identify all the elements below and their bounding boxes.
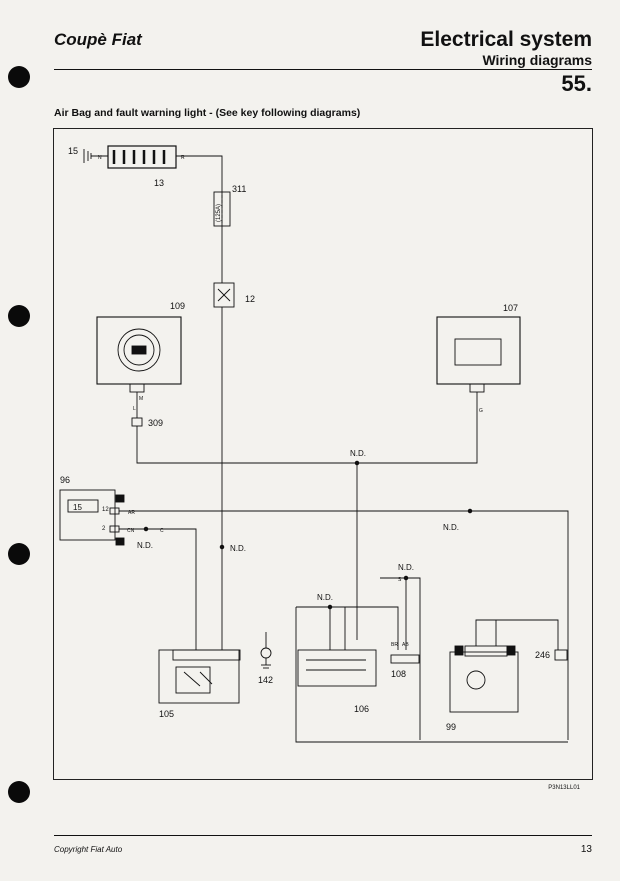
drawing-code: P3N13LL01: [548, 785, 580, 791]
label-107: 107: [503, 303, 518, 313]
label-109: 109: [170, 301, 185, 311]
wire-color-r: R: [181, 155, 185, 161]
pin-label-d-99: D: [457, 649, 462, 655]
airbag-control-unit: [158, 649, 241, 704]
wire-color-c: C: [160, 528, 164, 534]
subsection-title: Wiring diagrams: [482, 52, 592, 68]
label-battery-ground: 15: [68, 146, 78, 156]
binder-hole: [8, 66, 30, 88]
battery-symbol: [107, 145, 177, 169]
pin-label-d: D: [117, 497, 122, 503]
label-99: 99: [446, 722, 456, 732]
label-fuse: 311: [232, 184, 246, 194]
label-246: 246: [535, 650, 550, 660]
section-title: Electrical system: [420, 28, 592, 51]
nd-label-4: N.D.: [230, 544, 246, 553]
label-106: 106: [354, 704, 369, 714]
nd-label-3: N.D.: [137, 541, 153, 550]
diagram-frame: [53, 128, 593, 780]
label-connector-12: 12: [245, 294, 255, 304]
airbag-steering-module: [96, 316, 182, 385]
pretensioner-unit: [449, 645, 519, 713]
pin-label-e: E: [509, 649, 513, 655]
binder-hole: [8, 305, 30, 327]
instrument-panel: [59, 489, 116, 541]
copyright: Copyright Fiat Auto: [54, 845, 123, 854]
nd-label-5: N.D.: [398, 563, 414, 572]
label-battery: 13: [154, 178, 164, 188]
label-108: 108: [391, 669, 406, 679]
label-96: 96: [60, 475, 70, 485]
nd-label-6: N.D.: [317, 593, 333, 602]
wire-color-m: M: [139, 396, 143, 402]
diagram-caption: Air Bag and fault warning light - (See k…: [54, 107, 361, 119]
diagnostic-socket: [297, 649, 377, 687]
wire-color-ar: AR: [128, 510, 135, 516]
wire-color-br: BR: [391, 642, 398, 648]
pin-label-h: H: [117, 540, 121, 546]
ground-symbol: [83, 149, 108, 163]
airbag-passenger-module: [436, 316, 521, 385]
wire-color-n: N: [98, 155, 102, 161]
header-rule: [54, 69, 592, 70]
nd-label-2: N.D.: [443, 523, 459, 532]
label-105: 105: [159, 709, 174, 719]
connector-12-symbol: [213, 282, 235, 308]
footer-rule: [54, 835, 592, 836]
wire-color-cn: CN: [127, 528, 135, 534]
fuse-rating: (125A): [216, 204, 222, 222]
wire-color-ab: AB: [402, 642, 409, 648]
label-142: 142: [258, 675, 273, 685]
label-309: 309: [148, 418, 163, 428]
pin-label-2: 2: [102, 526, 106, 532]
wire-color-s: S: [398, 577, 402, 583]
label-panel-inner: 15: [73, 503, 82, 512]
binder-hole: [8, 781, 30, 803]
pin-label-12: 12: [102, 507, 109, 513]
wire-color-l: L: [133, 406, 136, 412]
binder-hole: [8, 543, 30, 565]
model-title: Coupè Fiat: [54, 30, 142, 49]
fuse-symbol: [213, 191, 231, 227]
nd-label-1: N.D.: [350, 449, 366, 458]
page-number: 13: [580, 844, 592, 855]
wire-color-g: G: [479, 408, 483, 414]
page-code: 55.: [561, 71, 592, 96]
